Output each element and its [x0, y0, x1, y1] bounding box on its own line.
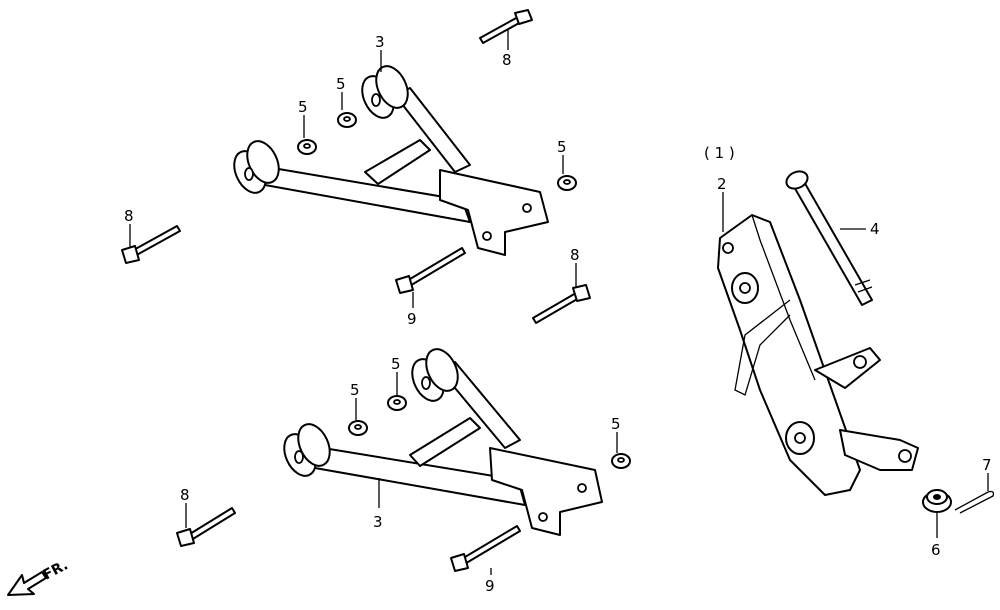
nuts-5 — [297, 112, 631, 469]
callout-5-c: 5 — [557, 138, 567, 156]
long-bolt-4 — [785, 170, 873, 306]
callout-5-b: 5 — [298, 98, 308, 116]
callout-5-d: 5 — [391, 355, 401, 373]
callout-5-a: 5 — [336, 75, 346, 93]
callout-9-lower: 9 — [485, 577, 495, 595]
cotter-pin-7 — [954, 490, 995, 514]
leader-lines — [129, 30, 989, 575]
castle-nut-6 — [922, 489, 952, 513]
front-label: FR. — [40, 557, 70, 583]
callout-5-f: 5 — [611, 415, 621, 433]
callout-6: 6 — [931, 541, 941, 559]
callout-9-upper: 9 — [407, 310, 417, 328]
callout-3-lower: 3 — [373, 513, 383, 531]
lower-a-arm — [283, 348, 603, 536]
callout-1-group: ( 1 ) — [704, 144, 735, 162]
callout-7: 7 — [982, 456, 992, 474]
bolts-8-9 — [121, 9, 591, 572]
callout-8-left-upper: 8 — [124, 207, 134, 225]
callout-5-e: 5 — [350, 381, 360, 399]
front-direction-indicator: FR. — [7, 557, 71, 596]
callout-4: 4 — [870, 220, 880, 238]
callout-numbers: 3 5 5 5 8 8 8 9 ( 1 ) 2 4 5 5 5 8 3 9 7 … — [124, 33, 992, 595]
callout-8-mid: 8 — [570, 246, 580, 264]
upper-a-arm — [233, 65, 549, 256]
callout-8-left-lower: 8 — [180, 486, 190, 504]
knuckle-bracket — [717, 214, 919, 496]
callout-8-top: 8 — [502, 51, 512, 69]
callout-3-upper: 3 — [375, 33, 385, 51]
callout-2: 2 — [717, 175, 727, 193]
